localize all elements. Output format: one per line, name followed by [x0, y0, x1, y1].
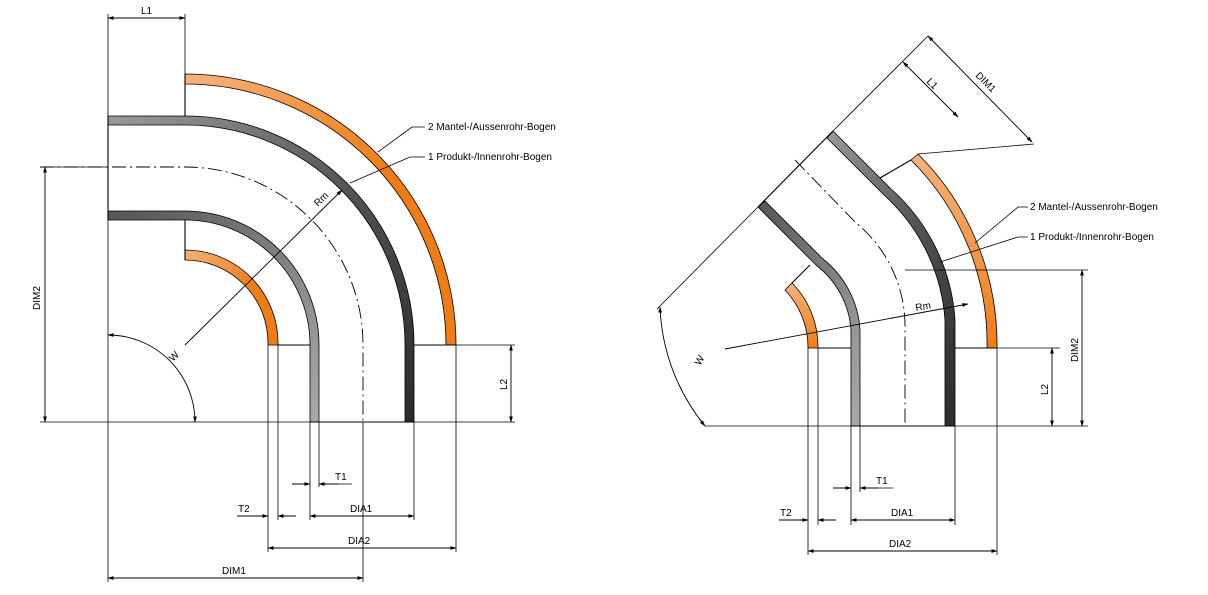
right-label-dim1: DIM1 [973, 70, 998, 95]
left-label-dia2: DIA2 [348, 536, 371, 547]
right-label-dim2: DIM2 [1070, 338, 1081, 362]
right-label-l1: L1 [924, 76, 940, 92]
left-label-dim1: DIM1 [222, 566, 246, 577]
left-inner-jacket [184, 249, 279, 346]
left-label-rm: Rm [312, 190, 331, 209]
right-centerline [794, 159, 906, 426]
left-bend-drawing: L1 DIM2 Rm W L2 T1 T2 DIA1 DIA2 DIM1 2 M… [32, 6, 556, 582]
left-label-t2: T2 [238, 504, 250, 515]
right-label-dia1: DIA1 [891, 508, 914, 519]
left-label-w: W [167, 349, 182, 364]
left-label-dim2: DIM2 [32, 286, 43, 310]
right-label-l2: L2 [1040, 383, 1051, 395]
right-label-dia2: DIA2 [889, 539, 912, 550]
left-label-dia1: DIA1 [350, 504, 373, 515]
right-callout-outer: 2 Mantel-/Aussenrohr-Bogen [1030, 202, 1158, 213]
left-label-l2: L2 [499, 378, 510, 390]
right-label-t1: T1 [876, 476, 888, 487]
left-label-l1: L1 [141, 6, 153, 17]
right-inner-jacket [784, 282, 819, 349]
left-callout-outer: 2 Mantel-/Aussenrohr-Bogen [428, 122, 556, 133]
right-callout-inner: 1 Produkt-/Innenrohr-Bogen [1030, 232, 1154, 243]
left-callout-inner: 1 Produkt-/Innenrohr-Bogen [428, 152, 552, 163]
left-product-outer-wall [107, 115, 415, 423]
left-centerline [40, 166, 364, 422]
right-label-rm: Rm [915, 300, 932, 314]
right-bend-drawing: L1 DIM1 Rm W L2 DIM2 T1 T2 DIA1 DIA2 2 M… [656, 35, 1158, 555]
right-label-w: W [693, 353, 708, 367]
left-label-t1: T1 [335, 472, 347, 483]
right-label-t2: T2 [780, 508, 792, 519]
